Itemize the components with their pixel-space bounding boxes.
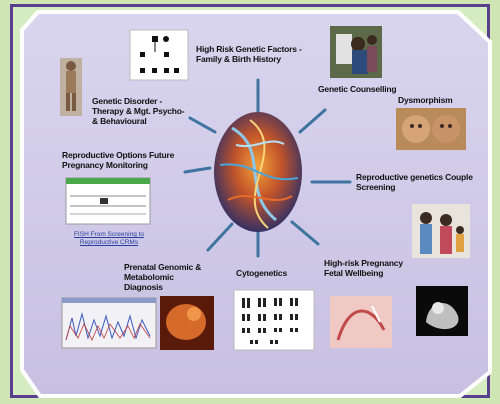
label-genetic-disorder: Genetic Disorder - Therapy & Mgt. Psycho… (92, 96, 185, 126)
child-photo (60, 58, 82, 116)
karyotype-image (233, 289, 315, 351)
connector-lines (183, 78, 352, 258)
counselling-photo (330, 26, 382, 78)
pregnancy-monitoring-image (65, 177, 151, 225)
label-genetic-counselling: Genetic Counselling (318, 84, 397, 94)
label-dysmorphism: Dysmorphism (398, 95, 453, 105)
label-high-risk-genetic: High Risk Genetic Factors - Family & Bir… (196, 44, 302, 64)
genomic-trace-image (61, 297, 157, 349)
label-cytogenetics: Cytogenetics (236, 268, 287, 278)
dysmorphism-photo (396, 108, 466, 150)
label-reproductive-options: Reproductive Options Future Pregnancy Mo… (62, 150, 175, 170)
ultrasound-image (416, 286, 468, 336)
label-prenatal-genomic: Prenatal Genomic & Metabolomic Diagnosis (124, 262, 202, 292)
label-reproductive-genetics: Reproductive genetics Couple Screening (356, 172, 473, 192)
fetal-scan-image (330, 296, 392, 348)
central-dna-hub (214, 112, 302, 232)
pedigree-chart-image (129, 29, 189, 81)
label-high-risk-pregnancy: High-risk Pregnancy Fetal Wellbeing (324, 258, 403, 278)
fish-screening-link[interactable]: FISH From Screening to Reproductive CRMs (73, 231, 145, 246)
fetus-image (160, 296, 214, 350)
family-photo (412, 204, 470, 258)
